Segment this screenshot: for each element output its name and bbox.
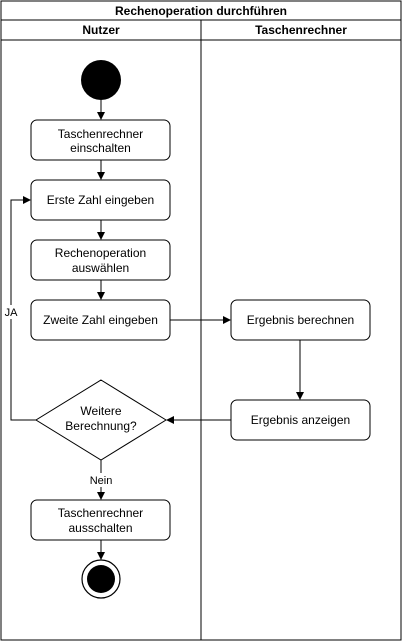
svg-text:Zweite Zahl eingeben: Zweite Zahl eingeben — [43, 313, 158, 327]
edge-label-ja: JA — [5, 307, 19, 319]
activity-rechenoperation-auswaehlen[interactable]: Rechenoperation auswählen — [30, 239, 171, 281]
svg-text:Berechnung?: Berechnung? — [65, 419, 137, 433]
svg-text:Erste Zahl eingeben: Erste Zahl eingeben — [47, 193, 154, 207]
activity-text-line: Rechenoperation — [55, 246, 146, 260]
svg-text:ausschalten: ausschalten — [68, 521, 132, 535]
label-ja-background — [2, 305, 20, 319]
activity-taschenrechner-einschalten[interactable]: Taschenrechner einschalten — [30, 119, 171, 161]
activity-text-line: Erste Zahl eingeben — [47, 193, 154, 207]
pool-title: Rechenoperation durchführen — [115, 4, 287, 18]
label-nein-background — [86, 473, 116, 487]
svg-text:Taschenrechner: Taschenrechner — [58, 506, 143, 520]
svg-text:Rechenoperation: Rechenoperation — [55, 246, 146, 260]
activity-text-line: Zweite Zahl eingeben — [43, 313, 158, 327]
activity-ergebnis-anzeigen[interactable]: Ergebnis anzeigen — [230, 399, 371, 441]
lane-header-nutzer: Nutzer — [82, 23, 120, 37]
svg-text:einschalten: einschalten — [70, 141, 131, 155]
decision-weitere-berechnung[interactable]: Weitere Berechnung? — [35, 379, 167, 461]
decision-text-line: Berechnung? — [65, 419, 137, 433]
svg-text:Taschenrechner: Taschenrechner — [58, 127, 143, 141]
activity-text-line: Taschenrechner — [58, 506, 143, 520]
activity-text-line: Taschenrechner — [58, 127, 143, 141]
start-node[interactable] — [81, 60, 121, 100]
activity-text-line: ausschalten — [68, 521, 132, 535]
activity-zweite-zahl-eingeben[interactable]: Zweite Zahl eingeben — [30, 299, 171, 341]
activity-text-line: einschalten — [70, 141, 131, 155]
activity-text-line: auswählen — [72, 261, 129, 275]
activity-ergebnis-berechnen[interactable]: Ergebnis berechnen — [230, 299, 371, 341]
activity-erste-zahl-eingeben[interactable]: Erste Zahl eingeben — [30, 179, 171, 221]
svg-text:Weitere: Weitere — [80, 404, 121, 418]
svg-text:Ergebnis anzeigen: Ergebnis anzeigen — [251, 413, 350, 427]
activity-text-line: Ergebnis berechnen — [247, 313, 354, 327]
svg-text:auswählen: auswählen — [72, 261, 129, 275]
svg-text:Ergebnis berechnen: Ergebnis berechnen — [247, 313, 354, 327]
flow-arrows — [10, 100, 304, 560]
edge-label-nein: Nein — [90, 475, 113, 487]
activity-text-line: Ergebnis anzeigen — [251, 413, 350, 427]
end-node[interactable] — [81, 559, 121, 599]
lane-header-taschenrechner: Taschenrechner — [255, 23, 347, 37]
activity-taschenrechner-ausschalten[interactable]: Taschenrechner ausschalten — [30, 499, 171, 541]
decision-text-line: Weitere — [80, 404, 121, 418]
